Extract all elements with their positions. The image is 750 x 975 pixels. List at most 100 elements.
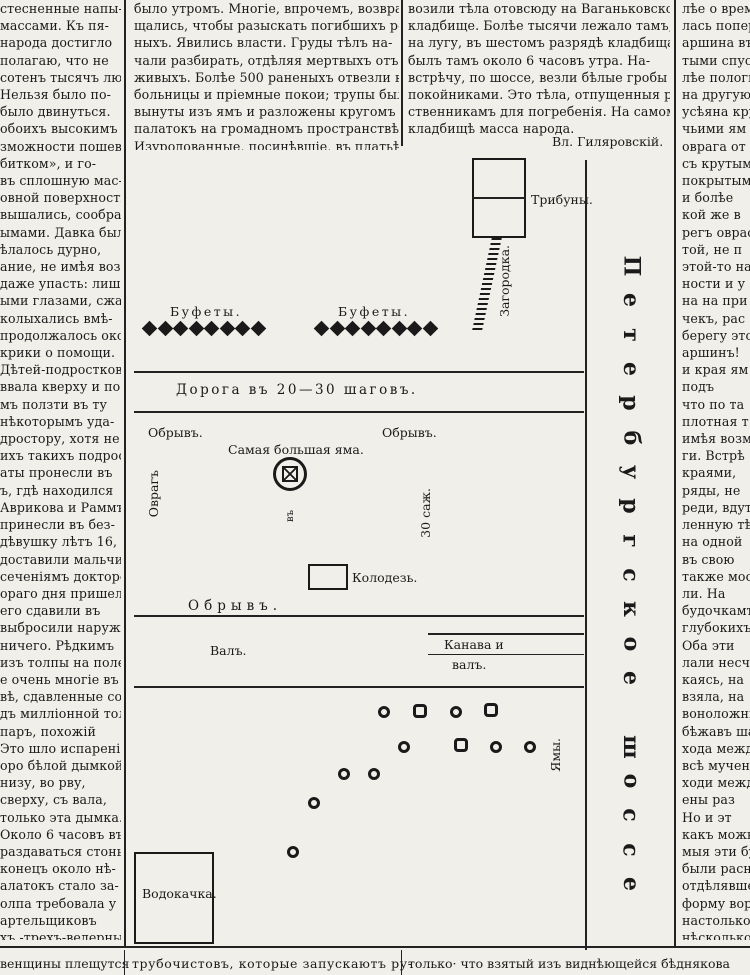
right-column-line: тыми спус — [682, 52, 750, 68]
right-column-line: бѣжавъ ша — [682, 723, 750, 739]
top-column-2: было утромъ. Многіе, впрочемъ, возвра-ща… — [134, 0, 399, 150]
buffet-marker — [188, 320, 204, 337]
highway-letter: П — [618, 255, 644, 277]
right-column-line: взяла, на — [682, 689, 745, 705]
right-column-line: чьими ям — [682, 121, 747, 137]
right-column-line: аршинъ! — [682, 345, 740, 361]
highway-letter: р — [617, 498, 644, 514]
highway-letter: б — [618, 430, 644, 445]
top-column-3: возили тѣла отовсюду на Ваганьковское кла… — [408, 0, 670, 140]
cliff-line — [134, 615, 584, 617]
left-column-line: оро бѣлой дымкой — [0, 757, 121, 773]
left-column-line: битком», и го- — [0, 155, 97, 171]
left-column-line: дростору, хотя не — [0, 431, 120, 447]
top-col2-line: было утромъ. Многіе, впрочемъ, возвра- — [134, 1, 399, 16]
pit-marker — [490, 741, 502, 753]
ditch-label-2: валъ. — [452, 657, 487, 672]
ravine-label: Оврагъ — [146, 470, 161, 518]
buffet-marker — [157, 320, 173, 337]
right-column-line: глубокихъ — [682, 620, 750, 636]
column-rule-mid — [401, 0, 403, 146]
buffet-marker — [172, 320, 189, 337]
cliff-left-label: Обрывъ. — [148, 425, 203, 440]
left-column-line: ымами. Давка была — [0, 224, 121, 240]
left-column-line: только эта дымка. — [0, 809, 121, 825]
buffet-marker — [360, 320, 376, 337]
right-column-line: форму вор — [682, 895, 750, 911]
pit-marker — [308, 797, 320, 809]
rampart-label: Валъ. — [210, 643, 247, 658]
top-col3-line: возили тѣла отовсюду на Ваганьковское — [408, 1, 670, 16]
right-column-line: ли. На — [682, 585, 726, 601]
left-column-line: сотенъ тысячъ лю- — [0, 69, 121, 85]
left-column-line: принесли въ без- — [0, 517, 116, 533]
road-top-line — [134, 371, 584, 373]
right-column-line: этой-то на — [682, 259, 750, 275]
left-column-line: Аврикова и Раммъ. — [0, 499, 121, 515]
ditch-mid-line — [428, 654, 584, 655]
left-column-line: дѣвушку лѣтъ 16, — [0, 534, 118, 550]
right-column-line: ленную тѣ — [682, 517, 750, 533]
buffet-marker — [406, 320, 423, 337]
right-column-line: чекъ, рас — [682, 310, 746, 326]
left-column-line: сверху, съ вала, — [0, 792, 107, 808]
buffets-right-label: Буфеты. — [338, 304, 411, 319]
cliff-right-label: Обрывъ. — [382, 425, 437, 440]
highway-letter: о — [618, 773, 644, 789]
left-column-line: мъ ползти въ ту — [0, 396, 108, 412]
pits-label: Ямы. — [548, 738, 563, 772]
left-column-line: Дѣтей-подростковъ — [0, 362, 121, 378]
highway-letter: т — [617, 327, 644, 342]
left-column-line: ѣлалось дурно, — [0, 241, 102, 257]
right-column-line: ряды, не — [682, 482, 741, 498]
ditch-top-line — [428, 633, 584, 635]
highway-letter: с — [618, 568, 644, 582]
top-col2-line: щались, чтобы разыскать погибшихъ род- — [134, 18, 399, 34]
left-column-line: его сдавили въ — [0, 603, 101, 619]
highway-letter: ш — [618, 734, 644, 759]
top-col2-line: вынуты изъ ямъ и разложены кругомъ — [134, 104, 396, 120]
right-column-line: аршина въ — [682, 35, 750, 51]
left-column-line: стесненные напы- — [0, 1, 121, 16]
top-col2-line: чали разбирать, отдѣляя мертвыхъ отъ — [134, 52, 399, 68]
top-col3-line: кладбищѣ масса народа. — [408, 121, 575, 137]
left-column-line: ничего. Рѣдкимъ — [0, 637, 115, 653]
highway-letter: е — [618, 293, 644, 308]
left-column-line: выбросили наружу. — [0, 620, 121, 636]
left-column-line: Это шло испареніе — [0, 740, 121, 756]
right-column-line: ены раз — [682, 792, 736, 808]
highway-letter: р — [617, 395, 644, 412]
left-column-line: нѣкоторымъ уда- — [0, 413, 115, 429]
left-column-line: паръ, похожій — [0, 723, 96, 739]
right-column-line: на на при — [682, 293, 748, 309]
cliff-long-label: Обрывъ. — [188, 598, 283, 614]
left-column-line: вѣ, сдавленные со — [0, 689, 121, 705]
right-column-line: ходи между — [682, 775, 750, 791]
right-column-line: усѣяна кру — [682, 104, 750, 120]
pit-marker — [287, 846, 299, 858]
highway-line — [585, 160, 587, 950]
top-col3-line: встрѣчу, по шоссе, везли бѣлые гробы съ — [408, 69, 670, 85]
left-column-line: ихъ такихъ подрост- — [0, 448, 121, 464]
buffet-marker — [329, 320, 345, 337]
left-column-line: хъ -трехъ-ведерныхъ — [0, 929, 121, 940]
right-column-line: подъ — [682, 379, 715, 395]
right-column-line: регъ оврас — [682, 224, 750, 240]
water-tower-label: Водокачка. — [142, 886, 217, 901]
left-column-line: вышались, сообразно — [0, 207, 121, 223]
signature: Вл. Гиляровскій. — [552, 134, 664, 149]
buffet-marker — [250, 320, 266, 337]
right-column-line: хода между — [682, 740, 750, 756]
highway-letter: е — [618, 876, 644, 891]
buffet-marker — [422, 320, 438, 337]
right-column-line: реди, вдут — [682, 499, 750, 515]
ditch-label-1: Канава и — [444, 637, 504, 652]
left-column-line: Около 6 часовъ въ — [0, 826, 121, 842]
right-column-line: каясь, на — [682, 671, 745, 687]
top-col3-line: покойниками. Это тѣла, отпущенныя род- — [408, 87, 670, 103]
left-column-line: овной поверхности, — [0, 190, 121, 206]
right-column-line: и болѣе — [682, 190, 734, 206]
